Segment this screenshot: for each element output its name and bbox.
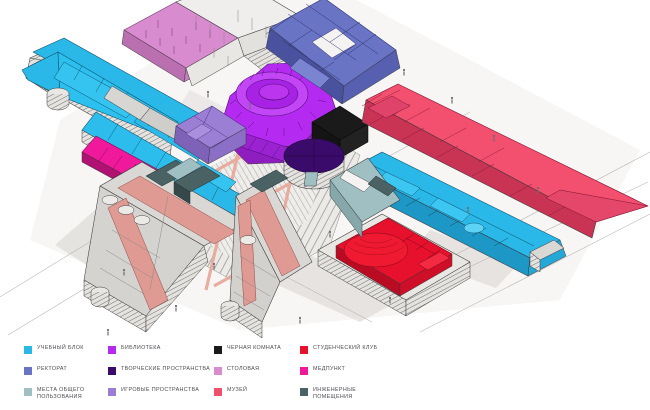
common-areas-wing-southeast — [329, 157, 401, 239]
legend-label-chernaya-komnata: ЧЕРНАЯ КОМНАТА — [227, 345, 282, 351]
legend-item-inzhenernye-pomeshcheniya[interactable]: ИНЖЕНЕРНЫЕ ПОМЕЩЕНИЯ — [300, 387, 420, 403]
legend-label-inzhenernye-pomeshcheniya: ИНЖЕНЕРНЫЕ ПОМЕЩЕНИЯ — [313, 387, 357, 401]
legend-swatch-studencheskiy-klub — [300, 346, 308, 354]
educational-block-east — [349, 151, 567, 277]
legend-item-chernaya-komnata[interactable]: ЧЕРНАЯ КОМНАТА — [214, 345, 306, 361]
legend-swatch-muzey — [214, 388, 222, 396]
rectorate-block — [265, 0, 401, 105]
common-areas-wing-south — [220, 169, 313, 339]
legend-swatch-tvorcheskie-prostranstva — [108, 367, 116, 375]
legend-item-biblioteka[interactable]: БИБЛИОТЕКА — [108, 345, 218, 361]
legend-label-uchebny-blok: УЧЕБНЫЙ БЛОК — [37, 345, 84, 351]
legend-column-1: УЧЕБНЫЙ БЛОК РЕКТОРАТ МЕСТА ОБЩЕГО ПОЛЬЗ… — [24, 345, 110, 408]
legend-label-biblioteka: БИБЛИОТЕКА — [121, 345, 161, 351]
museum-wedge — [361, 83, 649, 239]
axonometric-model-view — [0, 0, 650, 339]
legend-column-3: ЧЕРНАЯ КОМНАТА СТОЛОВАЯ МУЗЕЙ — [214, 345, 306, 408]
legend-swatch-mesta-obshchego-polzovaniya — [24, 388, 32, 396]
scale-figures — [106, 68, 540, 336]
game-spaces-cluster — [173, 105, 247, 165]
legend-label-stolovaya: СТОЛОВАЯ — [227, 366, 260, 372]
creative-space-rotunda — [283, 138, 345, 190]
student-club-arena — [317, 213, 471, 317]
legend-swatch-rektorat — [24, 367, 32, 375]
legend-label-rektorat: РЕКТОРАТ — [37, 366, 68, 372]
legend-item-mesta-obshchego-polzovaniya[interactable]: МЕСТА ОБЩЕГО ПОЛЬЗОВАНИЯ — [24, 387, 110, 403]
legend-label-mesta-obshchego-polzovaniya: МЕСТА ОБЩЕГО ПОЛЬЗОВАНИЯ — [37, 387, 85, 401]
common-areas-wing-southwest — [83, 157, 247, 333]
legend-label-medpunkt: МЕДПУНКТ — [313, 366, 346, 372]
legend-swatch-igrovye-prostranstva — [108, 388, 116, 396]
legend-item-muzey[interactable]: МУЗЕЙ — [214, 387, 306, 403]
legend-item-rektorat[interactable]: РЕКТОРАТ — [24, 366, 110, 382]
legend-swatch-medpunkt — [300, 367, 308, 375]
legend-item-medpunkt[interactable]: МЕДПУНКТ — [300, 366, 420, 382]
engineering-rooms-west — [173, 165, 221, 205]
legend-item-igrovye-prostranstva[interactable]: ИГРОВЫЕ ПРОСТРАНСТВА — [108, 387, 218, 403]
legend-label-studencheskiy-klub: СТУДЕНЧЕСКИЙ КЛУБ — [313, 345, 378, 351]
legend-swatch-biblioteka — [108, 346, 116, 354]
legend-column-4: СТУДЕНЧЕСКИЙ КЛУБ МЕДПУНКТ ИНЖЕНЕРНЫЕ ПО… — [300, 345, 420, 408]
legend-swatch-inzhenernye-pomeshcheniya — [300, 388, 308, 396]
legend: УЧЕБНЫЙ БЛОК РЕКТОРАТ МЕСТА ОБЩЕГО ПОЛЬЗ… — [24, 345, 424, 405]
legend-item-tvorcheskie-prostranstva[interactable]: ТВОРЧЕСКИЕ ПРОСТРАНСТВА — [108, 366, 218, 382]
legend-item-uchebny-blok[interactable]: УЧЕБНЫЙ БЛОК — [24, 345, 110, 361]
legend-label-igrovye-prostranstva: ИГРОВЫЕ ПРОСТРАНСТВА — [121, 387, 200, 393]
legend-column-2: БИБЛИОТЕКА ТВОРЧЕСКИЕ ПРОСТРАНСТВА ИГРОВ… — [108, 345, 218, 408]
legend-swatch-chernaya-komnata — [214, 346, 222, 354]
legend-swatch-uchebny-blok — [24, 346, 32, 354]
legend-item-stolovaya[interactable]: СТОЛОВАЯ — [214, 366, 306, 382]
legend-item-studencheskiy-klub[interactable]: СТУДЕНЧЕСКИЙ КЛУБ — [300, 345, 420, 361]
legend-swatch-stolovaya — [214, 367, 222, 375]
legend-label-muzey: МУЗЕЙ — [227, 387, 248, 393]
legend-label-tvorcheskie-prostranstva: ТВОРЧЕСКИЕ ПРОСТРАНСТВА — [121, 366, 211, 372]
